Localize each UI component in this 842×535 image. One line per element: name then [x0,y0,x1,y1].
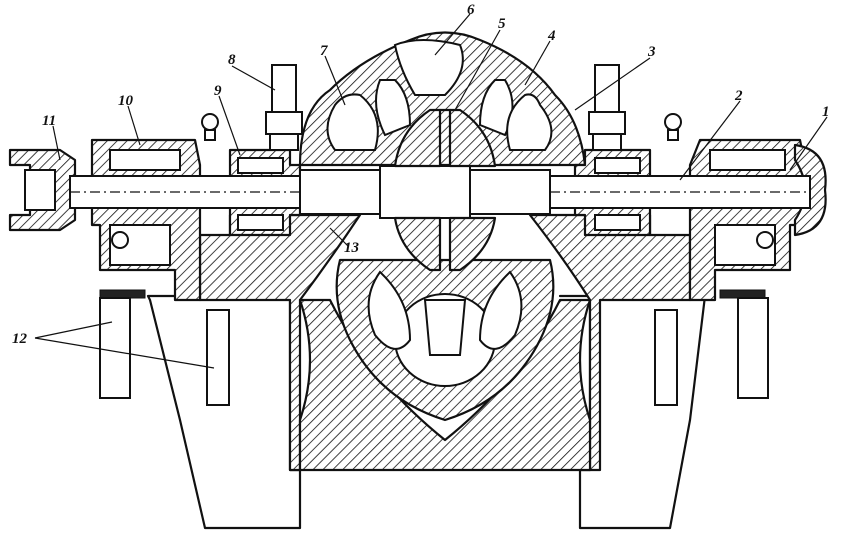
callout-8: 8 [228,52,236,68]
leader-lines [34,13,828,369]
callout-4: 4 [547,28,556,44]
callout-12: 12 [12,331,28,347]
callout-9: 9 [214,83,222,99]
callout-11: 11 [42,113,56,129]
pipe-top-right [588,64,626,151]
callout-7: 7 [320,43,328,59]
callout-10: 10 [118,93,134,109]
grease-cup-right [664,113,682,141]
drain-pipes [99,297,769,406]
callout-6: 6 [467,2,475,18]
bearing-housing-right [688,138,807,302]
callout-5: 5 [498,16,506,32]
impeller [393,108,497,272]
callout-1: 1 [822,104,830,120]
callout-3: 3 [647,44,656,60]
callouts: 1 2 3 4 5 6 7 8 9 10 11 12 13 [12,2,830,347]
grease-cup-left [201,113,219,141]
pump-casing [198,31,692,472]
coupling-left [8,148,77,232]
callout-2: 2 [734,88,743,104]
callout-13: 13 [344,240,360,256]
pipe-top-left [265,64,303,151]
bearing-housing-left [90,138,202,302]
